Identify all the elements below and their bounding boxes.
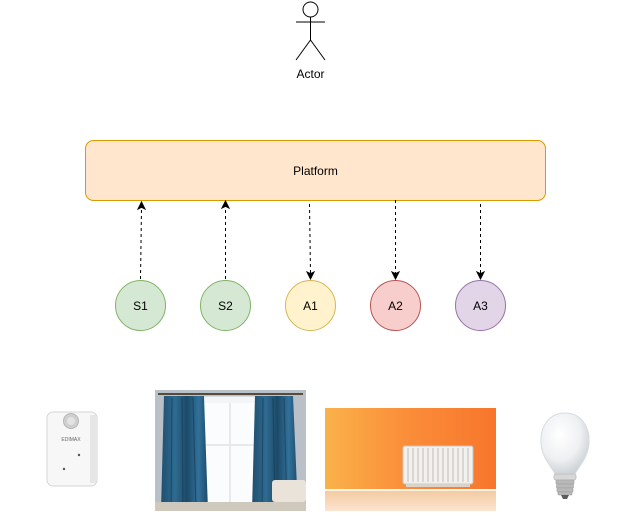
platform-node[interactable]: Platform <box>85 140 546 201</box>
radiator-image <box>325 408 496 511</box>
curtains-image <box>155 390 306 512</box>
s1-arrowhead <box>136 200 147 211</box>
sensor-s2-node[interactable]: S2 <box>200 280 251 331</box>
actor-right-leg <box>310 39 326 61</box>
motion-sensor-side-shade <box>90 415 96 483</box>
motion-sensor-lens-inner <box>67 417 75 425</box>
actuator-a2-circle <box>370 280 421 331</box>
a1-arrowhead <box>305 270 316 281</box>
motion-sensor-body <box>46 411 98 487</box>
sensor-s1-label: S1 <box>133 299 148 313</box>
light-bulb-tip <box>561 495 569 499</box>
actuator-a2-label: A2 <box>388 299 403 313</box>
motion-sensor-led-2 <box>62 467 66 471</box>
sensor-s2-label: S2 <box>218 299 233 313</box>
motion-sensor-image: EDIMAX <box>46 411 98 487</box>
curtains-left-panel <box>161 396 208 511</box>
actor-label: Actor <box>296 67 324 81</box>
light-bulb-glass <box>540 412 590 475</box>
motion-sensor-led-1 <box>77 453 81 457</box>
a3-arrowhead <box>475 270 486 281</box>
s1-to-platform-connector <box>140 207 142 280</box>
actuator-a1-node[interactable]: A1 <box>285 280 336 331</box>
sensor-s1-circle <box>115 280 166 331</box>
actuator-a2-node[interactable]: A2 <box>370 280 421 331</box>
actuator-a3-node[interactable]: A3 <box>455 280 506 331</box>
sensor-s1-node[interactable]: S1 <box>115 280 166 331</box>
s2-arrowhead <box>220 199 231 210</box>
curtains-sheer <box>198 396 262 511</box>
a2-arrowhead <box>390 270 401 281</box>
radiator-floor <box>325 490 496 511</box>
light-bulb-screw-base <box>555 479 575 496</box>
actuator-a1-circle <box>285 280 336 331</box>
radiator-fins <box>407 448 469 482</box>
radiator-feet <box>406 484 470 487</box>
actor-figure: Actor <box>295 1 326 81</box>
light-bulb-image <box>540 412 590 499</box>
sensor-s2-circle <box>200 280 251 331</box>
actuator-a1-label: A1 <box>303 299 318 313</box>
platform-to-a1-connector <box>309 203 311 274</box>
actuator-a3-label: A3 <box>473 299 488 313</box>
curtains-sofa <box>272 480 306 502</box>
actor-left-leg <box>295 39 311 61</box>
actor-head <box>302 1 319 18</box>
connectors <box>140 200 481 280</box>
platform-label: Platform <box>293 164 338 178</box>
platform-box <box>85 140 546 201</box>
arrowheads <box>136 199 486 281</box>
light-bulb-collar <box>553 473 577 481</box>
curtains-floor <box>155 502 306 511</box>
actuator-a3-circle <box>455 280 506 331</box>
motion-sensor-brand: EDIMAX <box>61 437 81 443</box>
